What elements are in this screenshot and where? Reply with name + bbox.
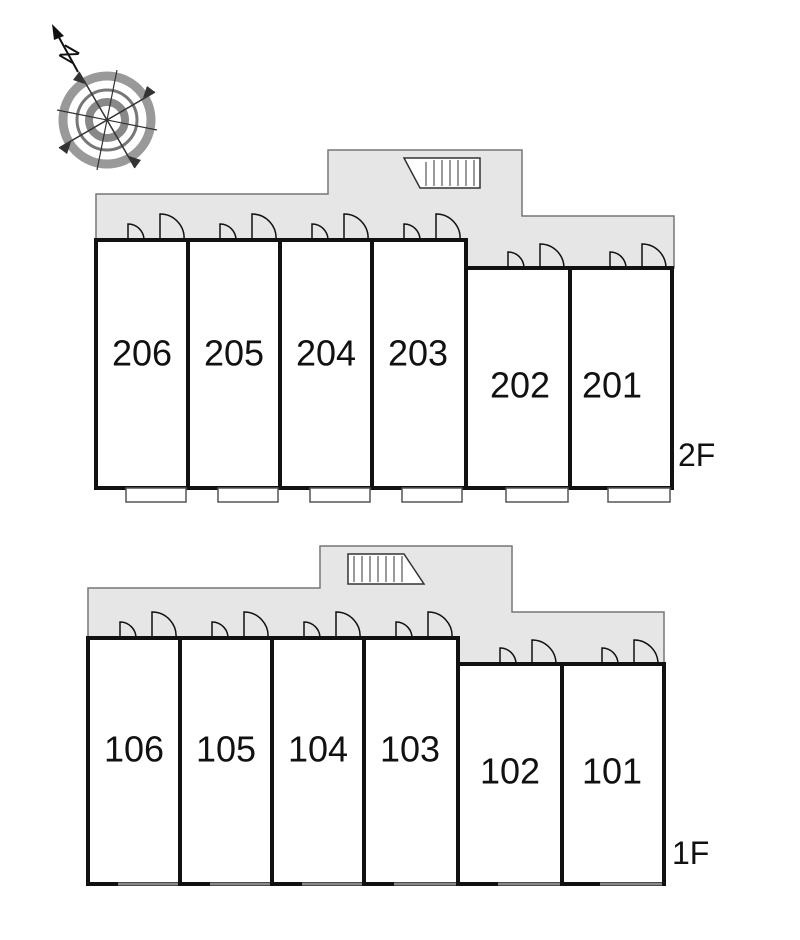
- unit-label-203: 203: [388, 333, 448, 374]
- stair-1f-icon: [347, 553, 426, 585]
- unit-label-201: 201: [582, 365, 642, 406]
- unit-label-206: 206: [112, 333, 172, 374]
- unit-104: [270, 636, 366, 886]
- unit-201: [568, 266, 674, 490]
- north-label: N: [54, 40, 86, 69]
- compass-rose-icon: [56, 69, 158, 171]
- floor-label-2f: 2F: [678, 437, 715, 473]
- unit-label-106: 106: [104, 729, 164, 770]
- unit-label-105: 105: [196, 729, 256, 770]
- stair-2f-icon: [402, 157, 481, 189]
- unit-205: [186, 238, 282, 490]
- unit-101: [560, 662, 666, 886]
- unit-206: [94, 238, 190, 490]
- doors-1f: [119, 611, 659, 665]
- floor-label-1f: 1F: [672, 835, 709, 871]
- unit-label-202: 202: [490, 365, 550, 406]
- doors-2f: [127, 213, 667, 269]
- unit-label-104: 104: [288, 729, 348, 770]
- floor-1-plan: 106 105 104 103 102 101 1F: [86, 545, 709, 886]
- balconies-2f: [125, 487, 671, 503]
- unit-105: [178, 636, 274, 886]
- unit-label-204: 204: [296, 333, 356, 374]
- unit-label-101: 101: [582, 751, 642, 792]
- unit-label-205: 205: [204, 333, 264, 374]
- north-arrow-icon: N: [52, 24, 86, 73]
- unit-label-103: 103: [380, 729, 440, 770]
- unit-label-102: 102: [480, 751, 540, 792]
- floor-2-plan: 206 205 204 203 202 201 2F: [94, 149, 715, 503]
